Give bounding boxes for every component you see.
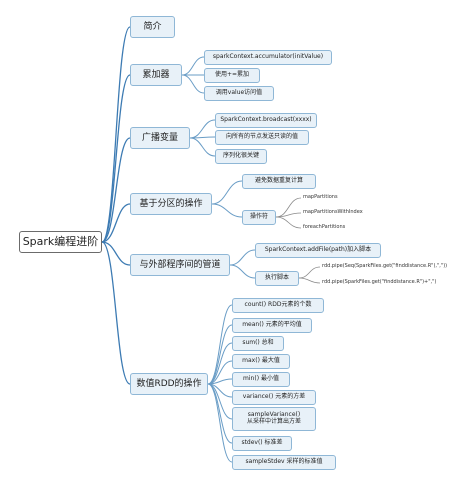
numeric-item[interactable]: sampleStdev 采样的标准值: [232, 455, 336, 470]
partition-operator-node[interactable]: 操作符: [242, 210, 276, 225]
broadcast-item[interactable]: 序列化很关键: [215, 149, 267, 164]
branch-intro[interactable]: 简介: [130, 16, 175, 38]
branch-pipe[interactable]: 与外部程序间的管道: [130, 254, 230, 276]
operator-connector: [275, 216, 302, 229]
partition-connector: [211, 203, 243, 218]
branch-broadcast[interactable]: 广播变量: [130, 127, 190, 149]
accumulator-connector: [181, 56, 205, 76]
broadcast-connector: [189, 119, 216, 139]
accumulator-connector: [181, 74, 205, 94]
branch-partition[interactable]: 基于分区的操作: [130, 193, 212, 215]
pipe-exec-item[interactable]: rdd.pipe(Seq(SparkFiles.get("finddistanc…: [322, 263, 448, 269]
broadcast-connector: [189, 137, 216, 157]
broadcast-item[interactable]: SparkContext.broadcast(xxxx): [215, 113, 317, 128]
pipe-connector: [229, 264, 256, 279]
numeric-connector: [207, 304, 233, 385]
pipe-item[interactable]: SparkContext.addFile(path)加入脚本: [255, 243, 381, 258]
broadcast-item[interactable]: 向所有的节点发送只读的值: [215, 130, 309, 145]
root-connector: [101, 241, 131, 266]
operator-connector: [275, 197, 302, 218]
pipe-connector: [229, 249, 256, 266]
root-connector: [101, 26, 131, 243]
numeric-connector: [207, 383, 233, 463]
root-connector: [101, 137, 131, 243]
accumulator-item[interactable]: sparkContext.accumulator(initValue): [204, 50, 332, 65]
partition-operator-item[interactable]: foreachPartitions: [303, 224, 346, 230]
root-connector: [101, 74, 131, 243]
partition-item[interactable]: 避免数据重复计算: [242, 174, 316, 189]
numeric-connector: [207, 342, 233, 385]
numeric-item[interactable]: variance() 元素的方差: [232, 390, 316, 405]
root-node[interactable]: Spark编程进阶: [19, 231, 102, 253]
numeric-item[interactable]: sum() 总和: [232, 336, 284, 351]
partition-operator-item[interactable]: mapPartitionsWithIndex: [303, 209, 363, 215]
root-connector: [101, 241, 131, 385]
numeric-item[interactable]: mean() 元素的平均值: [232, 318, 312, 333]
pipe-exec-item[interactable]: rdd.pipe(SparkFiles.get("finddistance.R"…: [322, 279, 437, 285]
exec-connector: [298, 277, 321, 284]
branch-numeric[interactable]: 数值RDD的操作: [130, 373, 208, 395]
sample-variance-line1: sampleVariance(): [247, 411, 301, 419]
numeric-item[interactable]: min() 最小值: [232, 372, 290, 387]
accumulator-item[interactable]: 调用value访问值: [204, 86, 274, 101]
partition-operator-item[interactable]: mapPartitions: [303, 194, 338, 200]
sample-variance-line2: 从采样中计算出方差: [246, 418, 301, 425]
numeric-connector: [207, 360, 233, 385]
branch-accumulator[interactable]: 累加器: [130, 64, 182, 86]
numeric-connector: [207, 324, 233, 385]
numeric-connector: [207, 383, 233, 444]
numeric-item[interactable]: max() 最大值: [232, 354, 290, 369]
numeric-item[interactable]: stdev() 标准差: [232, 436, 292, 451]
numeric-item[interactable]: count() RDD元素的个数: [232, 298, 324, 313]
root-connector: [101, 203, 131, 243]
exec-connector: [298, 266, 321, 279]
accumulator-item[interactable]: 使用+=累加: [204, 68, 260, 83]
partition-connector: [211, 180, 243, 205]
pipe-exec-node[interactable]: 执行脚本: [255, 271, 299, 286]
numeric-item-sample-variance[interactable]: sampleVariance() 从采样中计算出方差: [232, 407, 316, 431]
